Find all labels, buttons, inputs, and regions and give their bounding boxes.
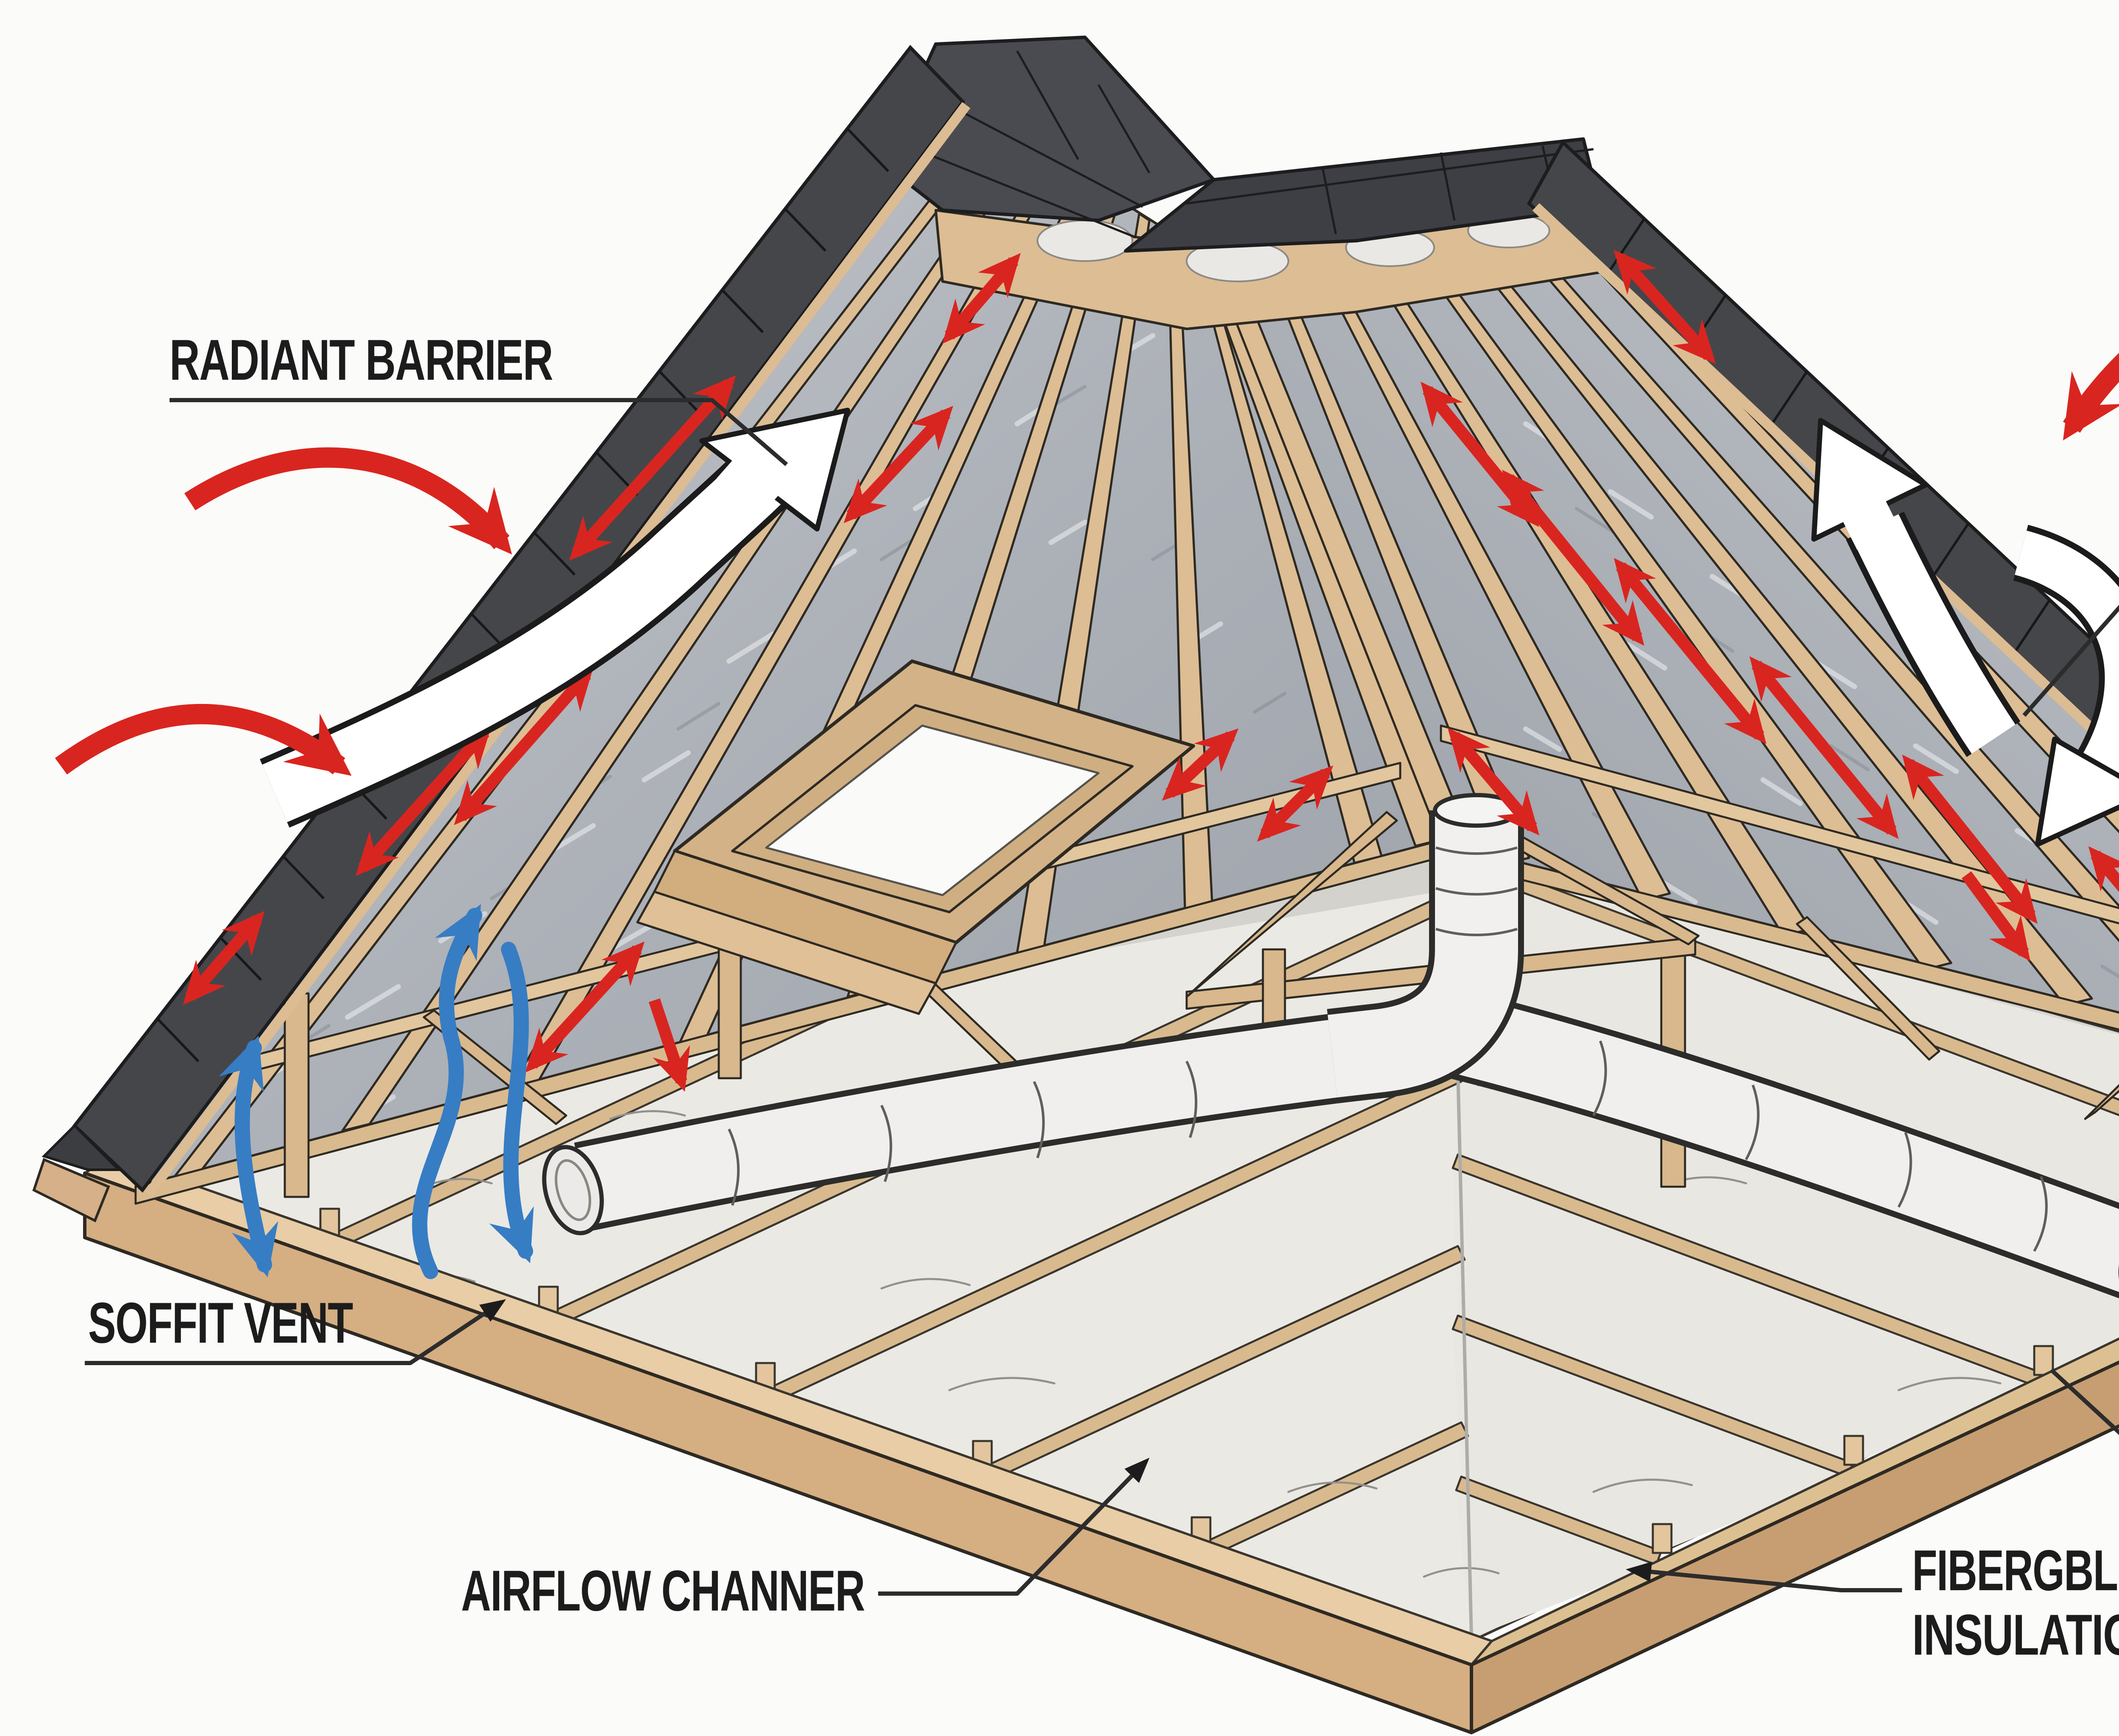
eave-tip-wood-left bbox=[32, 1157, 110, 1223]
duct-left-endcap-inner bbox=[555, 1159, 591, 1221]
heat-double-arrow-icon bbox=[1613, 250, 1716, 364]
heat-double-arrow-icon bbox=[1614, 558, 1766, 744]
reflection-arrows bbox=[260, 408, 2119, 847]
incoming-heat-arrow-icon bbox=[184, 447, 512, 555]
incoming-heat-arrow-icon bbox=[55, 704, 352, 776]
airflow-arrow-icon bbox=[489, 942, 534, 1263]
heat-double-arrow-icon bbox=[843, 406, 954, 523]
floor-fascia-front-right bbox=[1470, 1360, 2119, 1734]
label-radiant-barrier: RADIANT BARRIER bbox=[170, 328, 553, 392]
ridge-shingle-lines bbox=[915, 50, 1594, 239]
duct-left-run bbox=[575, 1019, 1344, 1225]
labels: RADIANT BARRIER HEAT REFLECTION SOFFIT V… bbox=[88, 328, 2119, 1667]
leader-fiberglass-insulation bbox=[1626, 1561, 1902, 1592]
heat-double-arrow-icon bbox=[525, 941, 645, 1073]
reflected-airflow-arrow-left-icon bbox=[260, 408, 850, 828]
hvac-ducts bbox=[542, 793, 2119, 1305]
duct-right-rings bbox=[1592, 1040, 2048, 1252]
airflow-arrows bbox=[219, 904, 534, 1279]
leader-radiant-barrier bbox=[170, 398, 788, 466]
heat-double-arrow-icon bbox=[183, 910, 265, 1005]
radiant-heat-double-arrows bbox=[183, 250, 2119, 1092]
heat-double-arrow-icon bbox=[1257, 765, 1333, 842]
heat-double-arrow-icon bbox=[1902, 754, 2038, 924]
leader-soffit-vent bbox=[85, 1299, 506, 1365]
label-fiberglass-line1: FIBERGBLEAS bbox=[1912, 1538, 2119, 1602]
eave-tip-dark-left bbox=[42, 1124, 122, 1171]
heat-double-arrow-icon bbox=[454, 667, 594, 825]
skylight-glazing bbox=[765, 724, 1100, 896]
skylight-sill-step2 bbox=[636, 890, 937, 1015]
duct-right-run bbox=[1448, 996, 2119, 1292]
heat-double-arrow-icon bbox=[1749, 656, 1899, 839]
label-leader-lines bbox=[85, 398, 2119, 1596]
heat-down-arrow-icon bbox=[648, 998, 690, 1092]
leader-airflow-channel bbox=[878, 1458, 1150, 1596]
heat-double-arrow-icon bbox=[569, 375, 736, 561]
incoming-heat-arrows bbox=[55, 353, 2119, 776]
reflected-airflow-arrow-right-hook-icon bbox=[2013, 525, 2119, 847]
skylight bbox=[636, 659, 1195, 1015]
heat-double-arrow-icon bbox=[1162, 728, 1239, 801]
label-airflow-channel: AIRFLOW CHANNER bbox=[461, 1558, 865, 1623]
label-fiberglass-line2: INSULATION bbox=[1912, 1602, 2119, 1667]
ridge-cap bbox=[880, 36, 1608, 330]
ridge-shingles-right bbox=[1124, 137, 1602, 253]
duct-vertical bbox=[1327, 810, 1518, 1098]
airflow-arrow-icon bbox=[219, 1035, 278, 1277]
heat-double-arrow-icon bbox=[2088, 846, 2119, 988]
reflected-airflow-arrow-right-up-icon bbox=[1811, 418, 2021, 757]
heat-double-arrow-icon bbox=[1447, 727, 1540, 836]
duct-left-rings bbox=[728, 1060, 1198, 1206]
floor-rim-right bbox=[1470, 1337, 2119, 1666]
airflow-arrow-icon bbox=[412, 904, 482, 1279]
heat-double-arrow-icon bbox=[942, 253, 1021, 344]
incoming-heat-arrow-icon bbox=[2063, 353, 2119, 441]
leader-ridge-vent bbox=[2049, 1368, 2119, 1435]
heat-down-arrow-icon bbox=[1961, 871, 2030, 962]
duct-vertical-rings bbox=[1435, 846, 1518, 936]
label-soffit-vent: SOFFIT VENT bbox=[88, 1291, 353, 1355]
leader-heat-reflection bbox=[2022, 604, 2119, 717]
